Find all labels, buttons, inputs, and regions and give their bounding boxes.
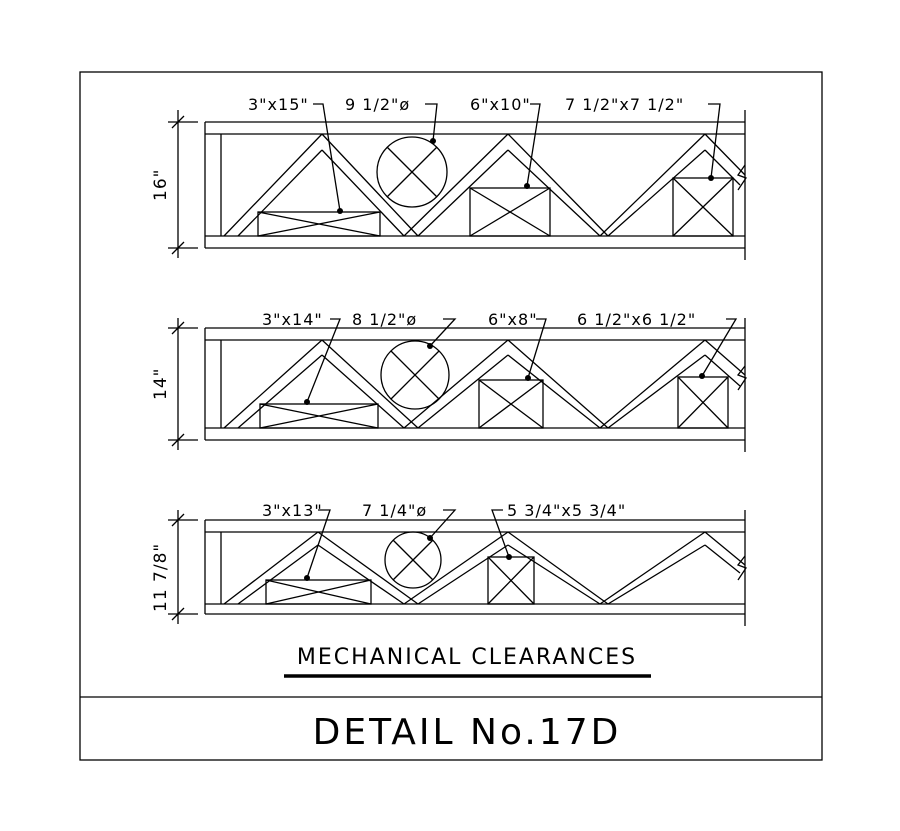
joist-11-7-8 (168, 509, 747, 626)
opening-rect-6-1-2 (677, 376, 729, 429)
opening-label: 7 1/4"ø (362, 501, 427, 520)
opening-circle-9-1-2 (376, 136, 448, 208)
opening-label: 7 1/2"x7 1/2" (565, 95, 684, 114)
opening-label: 3"x13" (262, 501, 323, 520)
opening-rect-7-1-2 (672, 177, 734, 237)
web-members (223, 531, 746, 605)
opening-circle-8-1-2 (380, 340, 450, 410)
caption: MECHANICAL CLEARANCES (297, 645, 637, 670)
opening-rect-3x14 (259, 403, 379, 429)
opening-label: 3"x14" (262, 310, 323, 329)
leader-dots (304, 138, 714, 581)
opening-label: 5 3/4"x5 3/4" (507, 501, 626, 520)
opening-label: 6"x10" (470, 95, 531, 114)
opening-rect-3x13 (265, 579, 372, 605)
depth-label: 11 7/8" (151, 543, 171, 612)
joist-14 (168, 318, 747, 452)
opening-label: 8 1/2"ø (352, 310, 417, 329)
detail-title: DETAIL No.17D (313, 712, 622, 753)
opening-label: 3"x15" (248, 95, 309, 114)
opening-label: 6 1/2"x6 1/2" (577, 310, 696, 329)
web-members (223, 133, 746, 237)
depth-label: 14" (151, 368, 171, 400)
depth-dimension (168, 318, 198, 450)
depth-dimension (168, 110, 198, 258)
opening-rect-3x15 (257, 211, 381, 237)
opening-rect-5-3-4 (487, 556, 535, 605)
opening-label: 9 1/2"ø (345, 95, 410, 114)
opening-rect-6x8 (478, 379, 544, 429)
leader-lines (306, 509, 510, 579)
web-members (223, 339, 746, 429)
opening-circle-7-1-4 (384, 531, 442, 589)
depth-dimension (168, 510, 198, 624)
drawing-border (79, 71, 823, 761)
leader-lines (313, 103, 721, 212)
depth-label: 16" (151, 169, 171, 201)
opening-rect-6x10 (469, 187, 551, 237)
opening-label: 6"x8" (488, 310, 538, 329)
leader-lines (306, 318, 738, 403)
joist-16 (168, 103, 747, 260)
